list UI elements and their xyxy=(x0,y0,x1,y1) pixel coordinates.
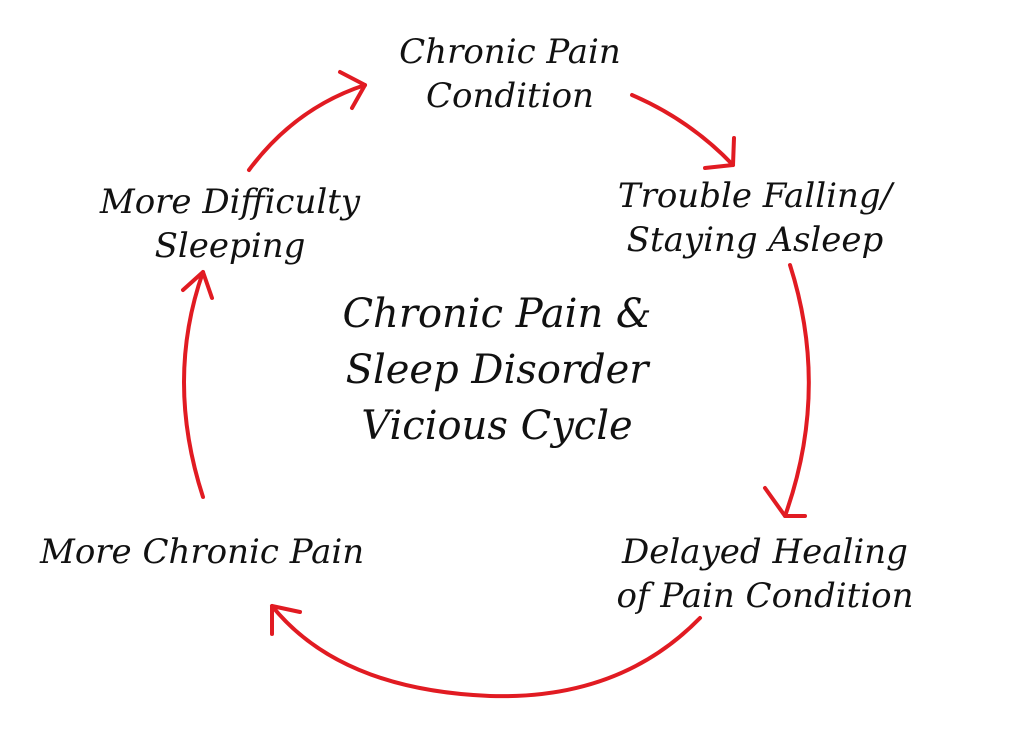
node-label-line-1: More Chronic Pain xyxy=(40,532,365,572)
arrowhead xyxy=(270,604,302,636)
arrowhead xyxy=(181,270,214,300)
node-label-line-2: Condition xyxy=(426,76,594,116)
node-label-line-1: Trouble Falling/ xyxy=(617,176,893,216)
title-line-2: Sleep Disorder xyxy=(345,347,649,393)
title-line-1: Chronic Pain & xyxy=(342,291,652,337)
node-label-line-1: Chronic Pain xyxy=(399,32,621,72)
arrow-healing-to-more-pain xyxy=(270,604,702,699)
arrow-line xyxy=(630,93,735,167)
arrow-more-pain-to-difficulty xyxy=(181,270,214,499)
arrow-line xyxy=(783,263,811,518)
arrowhead xyxy=(338,70,367,110)
node-label-line-1: More Difficulty xyxy=(99,182,361,222)
arrowhead xyxy=(703,136,736,170)
node-chronic-pain-condition: Chronic Pain Condition xyxy=(340,30,680,118)
arrow-pain-to-trouble xyxy=(630,93,736,170)
node-label-line-2: Staying Asleep xyxy=(626,220,884,260)
arrow-line xyxy=(270,604,702,699)
arrow-difficulty-to-pain xyxy=(247,70,367,172)
arrowhead xyxy=(763,486,807,518)
node-label-line-2: of Pain Condition xyxy=(616,576,914,616)
node-trouble-falling-asleep: Trouble Falling/ Staying Asleep xyxy=(560,174,950,262)
diagram-title: Chronic Pain & Sleep Disorder Vicious Cy… xyxy=(262,286,732,454)
arrow-line xyxy=(247,83,367,172)
node-delayed-healing: Delayed Healing of Pain Condition xyxy=(560,530,970,618)
node-label-line-1: Delayed Healing xyxy=(622,532,908,572)
title-line-3: Vicious Cycle xyxy=(361,403,633,449)
arrow-line xyxy=(182,270,205,499)
arrow-trouble-to-healing xyxy=(763,263,811,518)
node-label-line-2: Sleeping xyxy=(154,226,306,266)
node-more-difficulty-sleeping: More Difficulty Sleeping xyxy=(60,180,400,268)
node-more-chronic-pain: More Chronic Pain xyxy=(40,530,460,574)
